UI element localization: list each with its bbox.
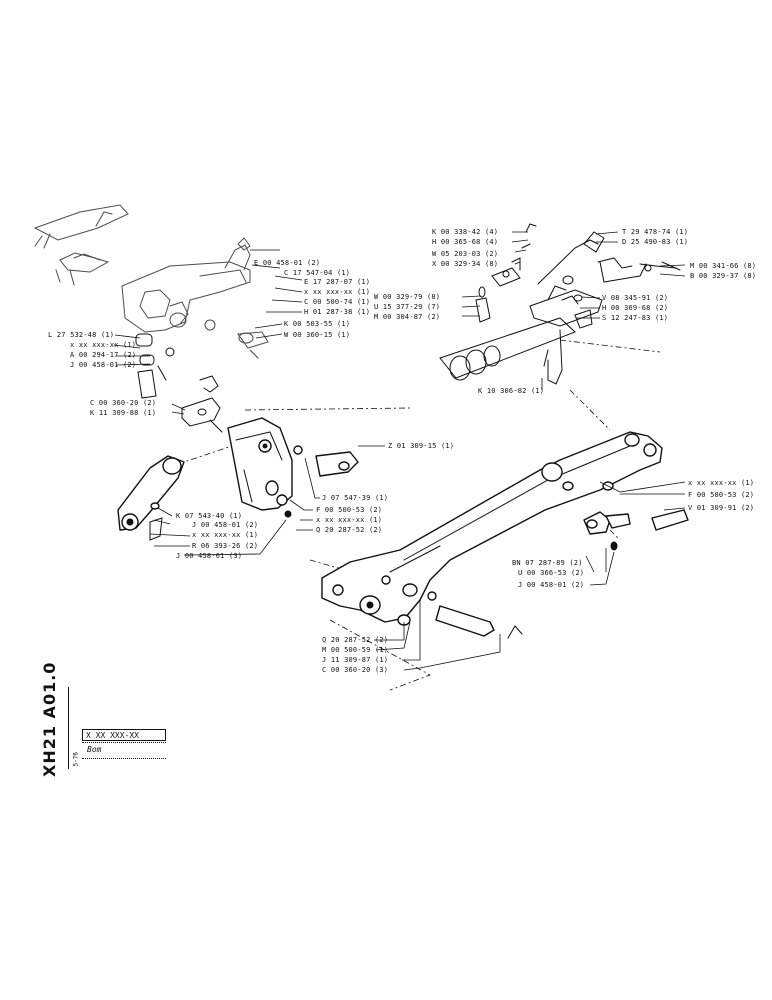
callout-c48: J 11 309-87 (1): [322, 656, 388, 664]
callout-c33: x xx xxx-xx (1): [316, 516, 382, 524]
callout-c29: K 10 306-82 (1): [478, 387, 544, 395]
callout-c42: V 01 309-91 (2): [688, 504, 754, 512]
callout-c30: Z 01 309-15 (1): [388, 442, 454, 450]
callout-c44: U 00 366-53 (2): [518, 569, 584, 577]
callout-c16: H 00 365-68 (4): [432, 238, 498, 246]
callout-c15: K 00 338-42 (4): [432, 228, 498, 236]
callout-leader-lines: [113, 231, 686, 671]
callout-c28: S 12 247-83 (1): [602, 314, 668, 322]
callout-c38: R 06 393-26 (2): [192, 542, 258, 550]
sheet-title: Bom: [87, 745, 102, 754]
callout-c11: A 00 294-17 (2): [70, 351, 136, 359]
callout-c23: D 25 490-83 (1): [622, 238, 688, 246]
callout-c19: W 00 329-79 (8): [374, 293, 440, 301]
callout-c39: J 00 458-01 (3): [176, 552, 242, 560]
title-block-divider: [68, 687, 69, 769]
callout-c17: W 05 203-03 (2): [432, 250, 498, 258]
callout-c27: H 00 369-68 (2): [602, 304, 668, 312]
callout-c21: M 00 304-87 (2): [374, 313, 440, 321]
callout-c08: W 00 360-15 (1): [284, 331, 350, 339]
callout-c03: E 17 287-07 (1): [304, 278, 370, 286]
callout-c31: J 07 547-39 (1): [322, 494, 388, 502]
callout-c26: V 08 345-91 (2): [602, 294, 668, 302]
callout-c18: X 00 329-34 (8): [432, 260, 498, 268]
callout-c05: C 00 500-74 (1): [304, 298, 370, 306]
callout-c34: Q 20 287-52 (2): [316, 526, 382, 534]
callout-labels: E 00 458-01 (2) C 17 547-04 (1) E 17 287…: [48, 228, 756, 674]
callout-c24: M 00 341-66 (8): [690, 262, 756, 270]
callout-c06: H 01 287-38 (1): [304, 308, 370, 316]
callout-c40: x xx xxx-xx (1): [688, 479, 754, 487]
callout-c43: BN 07 287-89 (2): [512, 559, 583, 567]
callout-c01: E 00 458-01 (2): [254, 259, 320, 267]
callout-c02: C 17 547-04 (1): [284, 269, 350, 277]
callout-c20: U 15 377-29 (7): [374, 303, 440, 311]
hydraulic-cylinder-assembly: [439, 223, 681, 385]
upper-left-boom-mount: [33, 204, 269, 359]
callout-c41: F 00 500-53 (2): [688, 491, 754, 499]
callout-c37: x xx xxx-xx (1): [192, 531, 258, 539]
part-number-underline: [82, 742, 166, 744]
central-bracket: [227, 417, 359, 518]
sheet-date: 5-76: [72, 752, 80, 767]
part-number-box: X XX XXX-XX: [82, 729, 166, 741]
callout-c09: L 27 532-48 (1): [48, 331, 114, 339]
callout-c46: Q 20 287-52 (2): [322, 636, 388, 644]
callout-c07: K 00 503-55 (1): [284, 320, 350, 328]
title-block: XH21 A01.0 5-76 X XX XXX-XX Bom: [32, 661, 172, 777]
main-boom: [321, 431, 689, 639]
callout-c32: F 00 500-53 (2): [316, 506, 382, 514]
callout-c45: J 00 458-01 (2): [518, 581, 584, 589]
callout-c47: M 00 500-59 (1): [322, 646, 388, 654]
sheet-code: XH21 A01.0: [40, 661, 59, 777]
left-linkage-arm: [117, 455, 185, 541]
sheet-title-underline: [82, 758, 166, 760]
callout-c04: x xx xxx-xx (1): [304, 288, 370, 296]
callout-c49: C 00 360-20 (3): [322, 666, 388, 674]
callout-c10: x xx xxx-xx (1): [70, 341, 136, 349]
callout-c12: J 00 458-01 (2): [70, 361, 136, 369]
callout-c22: T 29 478-74 (1): [622, 228, 688, 236]
callout-c25: B 00 329-37 (8): [690, 272, 756, 280]
upper-left-small-parts: [135, 333, 223, 433]
callout-c14: K 11 309-88 (1): [90, 409, 156, 417]
callout-c13: C 00 360-20 (2): [90, 399, 156, 407]
callout-c35: K 07 543-40 (1): [176, 512, 242, 520]
callout-c36: J 00 458-01 (2): [192, 521, 258, 529]
